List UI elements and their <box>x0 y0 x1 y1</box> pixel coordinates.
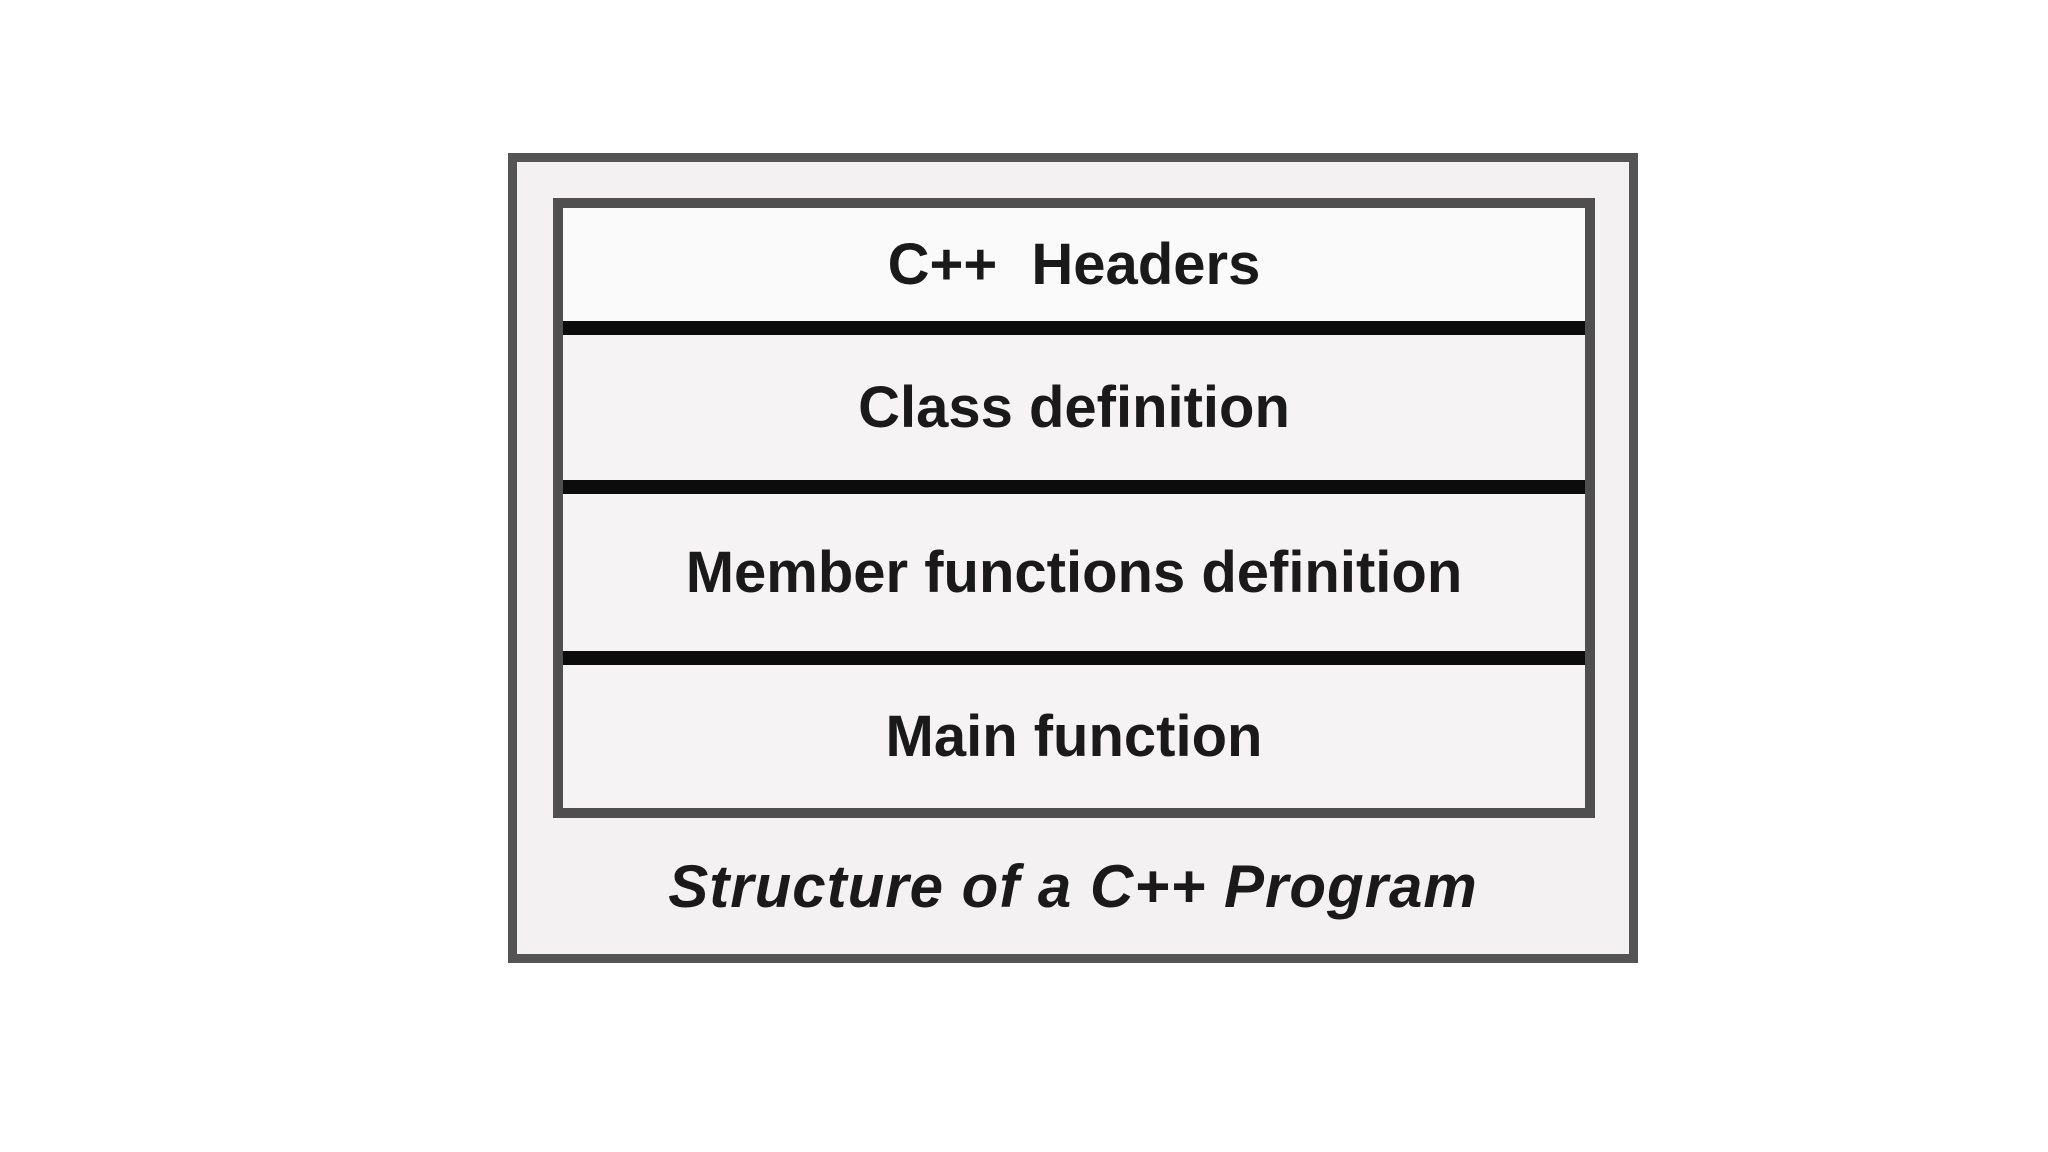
section-label-main-function: Main function <box>885 704 1263 769</box>
section-label-class-definition: Class definition <box>858 375 1290 440</box>
section-row-class-definition: Class definition <box>563 335 1585 494</box>
cpp-program-structure-diagram: C++ Headers Class definition Member func… <box>508 153 1638 963</box>
section-row-member-functions-definition: Member functions definition <box>563 494 1585 665</box>
section-row-main-function: Main function <box>563 665 1585 808</box>
section-label-cpp-headers: C++ Headers <box>887 232 1261 297</box>
section-label-member-functions-definition: Member functions definition <box>685 540 1463 605</box>
section-row-cpp-headers: C++ Headers <box>563 208 1585 335</box>
diagram-caption-band: Structure of a C++ Program <box>517 818 1629 954</box>
diagram-caption: Structure of a C++ Program <box>668 852 1478 920</box>
program-sections-box: C++ Headers Class definition Member func… <box>553 198 1595 818</box>
